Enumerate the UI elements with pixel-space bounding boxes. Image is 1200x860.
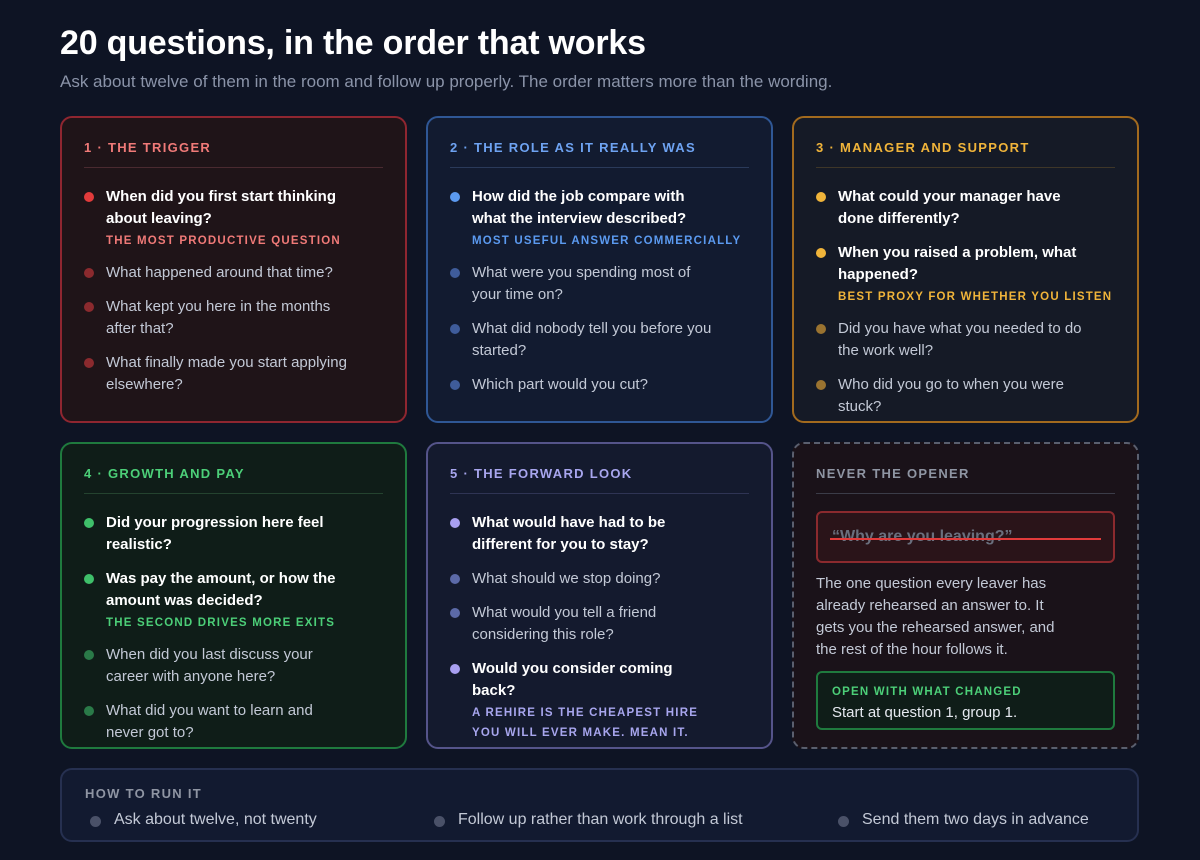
bullet-dot-icon (434, 816, 445, 827)
question-text: Would you consider coming back? (472, 660, 673, 699)
bullet-dot-icon (84, 358, 94, 368)
question-item: What would you tell a friend considering… (450, 602, 720, 646)
open-with-text: Start at question 1, group 1. (832, 704, 1018, 721)
question-item: When did you first start thinking about … (84, 186, 354, 250)
question-item: Was pay the amount, or how the amount wa… (84, 568, 354, 632)
bullet-dot-icon (450, 324, 460, 334)
bullet-dot-icon (84, 650, 94, 660)
bullet-dot-icon (450, 380, 460, 390)
never-heading: NEVER THE OPENER (816, 466, 1115, 494)
question-note: THE SECOND DRIVES MORE EXITS (106, 617, 336, 629)
question-text: What did nobody tell you before you star… (472, 320, 712, 359)
question-text: What did you want to learn and never got… (106, 702, 313, 741)
question-item: What kept you here in the months after t… (84, 296, 354, 340)
bullet-dot-icon (450, 268, 460, 278)
bullet-dot-icon (450, 574, 460, 584)
group-heading: 3 · MANAGER AND SUPPORT (816, 140, 1115, 168)
never-description: The one question every leaver has alread… (816, 575, 1055, 658)
question-text: Which part would you cut? (472, 376, 648, 393)
bullet-dot-icon (84, 268, 94, 278)
question-item: What finally made you start applying els… (84, 352, 354, 396)
question-item: What were you spending most of your time… (450, 262, 720, 306)
question-item: What did nobody tell you before you star… (450, 318, 720, 362)
question-note: YOU WILL EVER MAKE. MEAN IT. (472, 727, 689, 739)
open-with-label: OPEN WITH WHAT CHANGED (832, 686, 1022, 698)
group-card-manager: 3 · MANAGER AND SUPPORT What could your … (792, 116, 1139, 423)
question-text: What finally made you start applying els… (106, 354, 347, 393)
question-item: What could your manager have done differ… (816, 186, 1086, 230)
tip-text: Send them two days in advance (862, 811, 1089, 828)
bullet-dot-icon (90, 816, 101, 827)
group-heading: 2 · THE ROLE AS IT REALLY WAS (450, 140, 749, 168)
question-item: Which part would you cut? (450, 374, 720, 396)
question-item: What would have had to be different for … (450, 512, 720, 556)
tip-text: Follow up rather than work through a lis… (458, 811, 743, 828)
struck-question-box: “Why are you leaving?” (816, 511, 1115, 563)
bullet-dot-icon (450, 518, 460, 528)
tip-text: Ask about twelve, not twenty (114, 811, 317, 828)
tip-item: Ask about twelve, not twenty (90, 811, 317, 829)
question-note: THE MOST PRODUCTIVE QUESTION (106, 235, 341, 247)
bullet-dot-icon (450, 664, 460, 674)
question-item: When you raised a problem, what happened… (816, 242, 1113, 306)
group-card-growth: 4 · GROWTH AND PAY Did your progression … (60, 442, 407, 749)
question-text: Did you have what you needed to do the w… (838, 320, 1082, 359)
bullet-dot-icon (838, 816, 849, 827)
question-item: Would you consider coming back? A REHIRE… (450, 658, 720, 742)
strikethrough-line (830, 538, 1101, 540)
question-item: Did you have what you needed to do the w… (816, 318, 1086, 362)
question-note: BEST PROXY FOR WHETHER YOU LISTEN (838, 291, 1113, 303)
group-heading: 4 · GROWTH AND PAY (84, 466, 383, 494)
bullet-dot-icon (84, 192, 94, 202)
bullet-dot-icon (816, 324, 826, 334)
question-text: How did the job compare with what the in… (472, 188, 687, 227)
question-text: When did you last discuss your career wi… (106, 646, 313, 685)
group-card-trigger: 1 · THE TRIGGER When did you first start… (60, 116, 407, 423)
bullet-dot-icon (84, 574, 94, 584)
question-text: What kept you here in the months after t… (106, 298, 331, 337)
question-text: What could your manager have done differ… (838, 188, 1061, 227)
question-item: What should we stop doing? (450, 568, 720, 590)
group-card-role: 2 · THE ROLE AS IT REALLY WAS How did th… (426, 116, 773, 423)
group-heading: 5 · THE FORWARD LOOK (450, 466, 749, 494)
question-item: What did you want to learn and never got… (84, 700, 354, 744)
bullet-dot-icon (84, 302, 94, 312)
how-to-run-heading: HOW TO RUN IT (85, 786, 203, 801)
struck-question: “Why are you leaving?” (832, 528, 1013, 545)
bullet-dot-icon (816, 380, 826, 390)
question-text: When you raised a problem, what happened… (838, 244, 1077, 283)
bullet-dot-icon (84, 706, 94, 716)
question-text: Was pay the amount, or how the amount wa… (106, 570, 336, 609)
open-with-box: OPEN WITH WHAT CHANGED Start at question… (816, 671, 1115, 730)
bullet-dot-icon (450, 608, 460, 618)
question-text: What should we stop doing? (472, 570, 661, 587)
question-item: How did the job compare with what the in… (450, 186, 742, 250)
bullet-dot-icon (816, 192, 826, 202)
question-item: When did you last discuss your career wi… (84, 644, 354, 688)
question-item: What happened around that time? (84, 262, 354, 284)
how-to-run-panel: HOW TO RUN IT Ask about twelve, not twen… (60, 768, 1139, 842)
tip-item: Follow up rather than work through a lis… (434, 811, 743, 829)
bullet-dot-icon (84, 518, 94, 528)
question-text: When did you first start thinking about … (106, 188, 336, 227)
question-text: What happened around that time? (106, 264, 333, 281)
question-text: What were you spending most of your time… (472, 264, 691, 303)
question-text: What would you tell a friend considering… (472, 604, 657, 643)
bullet-dot-icon (816, 248, 826, 258)
page-title: 20 questions, in the order that works (60, 24, 646, 62)
tip-item: Send them two days in advance (838, 811, 1089, 829)
never-opener-card: NEVER THE OPENER “Why are you leaving?” … (792, 442, 1139, 749)
group-card-forward: 5 · THE FORWARD LOOK What would have had… (426, 442, 773, 749)
group-heading: 1 · THE TRIGGER (84, 140, 383, 168)
question-note: MOST USEFUL ANSWER COMMERCIALLY (472, 235, 742, 247)
question-text: Who did you go to when you were stuck? (838, 376, 1064, 415)
question-item: Who did you go to when you were stuck? (816, 374, 1086, 418)
question-item: Did your progression here feel realistic… (84, 512, 354, 556)
bullet-dot-icon (450, 192, 460, 202)
question-text: What would have had to be different for … (472, 514, 666, 553)
question-text: Did your progression here feel realistic… (106, 514, 324, 553)
question-note: A REHIRE IS THE CHEAPEST HIRE (472, 707, 699, 719)
page-subtitle: Ask about twelve of them in the room and… (60, 72, 833, 91)
